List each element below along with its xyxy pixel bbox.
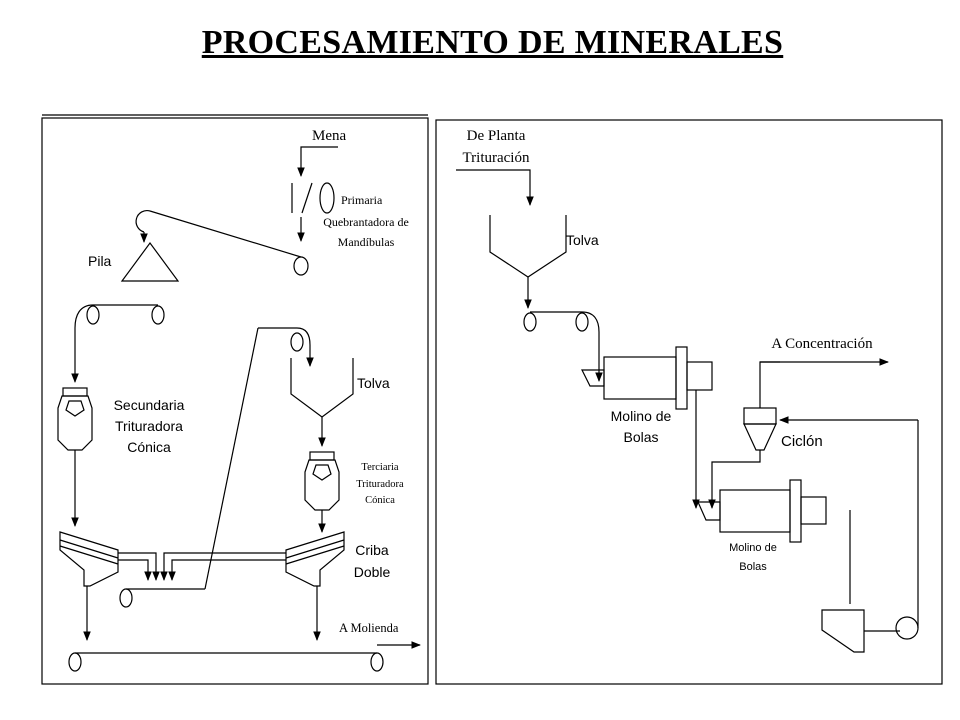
planta-feed-arrow xyxy=(456,169,534,206)
label-doble: Doble xyxy=(354,564,391,580)
mena-feed-arrow xyxy=(297,146,338,177)
label-tolva-right: Tolva xyxy=(566,232,599,248)
return-conveyor xyxy=(119,327,314,608)
label-bolas1: Bolas xyxy=(623,429,658,445)
ball-mill-1-icon xyxy=(581,346,713,410)
label-mena: Mena xyxy=(312,128,346,144)
label-molino1: Molino de xyxy=(611,408,672,424)
pila-icon xyxy=(120,241,180,282)
label-secundaria: Secundaria xyxy=(114,397,185,413)
label-quebrantadora: Quebrantadora de xyxy=(323,215,409,229)
pump-icon xyxy=(779,416,919,640)
right-panel-frame xyxy=(435,119,943,685)
double-screen-right-icon xyxy=(285,531,345,641)
conveyor-to-molienda xyxy=(68,641,421,672)
label-terciaria-trituradora: Trituradora xyxy=(356,479,404,490)
label-molino2: Molino de xyxy=(729,542,777,554)
primary-jaw-crusher-icon xyxy=(291,182,335,214)
label-a-concentracion: A Concentración xyxy=(771,336,873,352)
label-primaria: Primaria xyxy=(341,193,383,207)
label-terciaria: Terciaria xyxy=(361,462,398,473)
ball-mill-2-icon xyxy=(697,479,827,543)
label-pila: Pila xyxy=(88,253,112,269)
tolva-left-icon xyxy=(290,358,354,418)
tertiary-cone-crusher-icon xyxy=(304,451,340,533)
label-ciclon: Ciclón xyxy=(781,433,823,450)
label-trituradora: Trituradora xyxy=(115,418,183,434)
label-de-planta: De Planta xyxy=(467,128,526,144)
label-terciaria-conica: Cónica xyxy=(365,495,395,506)
label-trituracion: Trituración xyxy=(463,150,530,166)
cyclone-icon xyxy=(708,358,889,509)
secondary-cone-crusher-icon xyxy=(57,387,93,527)
conveyor-to-pile xyxy=(135,209,309,276)
label-mandibulas: Mandíbulas xyxy=(338,235,395,249)
label-conica: Cónica xyxy=(127,439,171,455)
label-criba: Criba xyxy=(355,542,389,558)
label-a-molienda: A Molienda xyxy=(339,621,399,635)
label-bolas2: Bolas xyxy=(739,561,767,573)
conveyor-right xyxy=(523,311,603,382)
conveyor-secondary xyxy=(71,304,165,383)
label-tolva-left: Tolva xyxy=(357,375,390,391)
page-title: PROCESAMIENTO DE MINERALES xyxy=(201,24,784,61)
double-screen-left-icon xyxy=(59,531,119,641)
pump-box-icon xyxy=(821,609,865,653)
tolva-right-icon xyxy=(489,215,567,278)
left-panel-frame xyxy=(41,117,429,685)
